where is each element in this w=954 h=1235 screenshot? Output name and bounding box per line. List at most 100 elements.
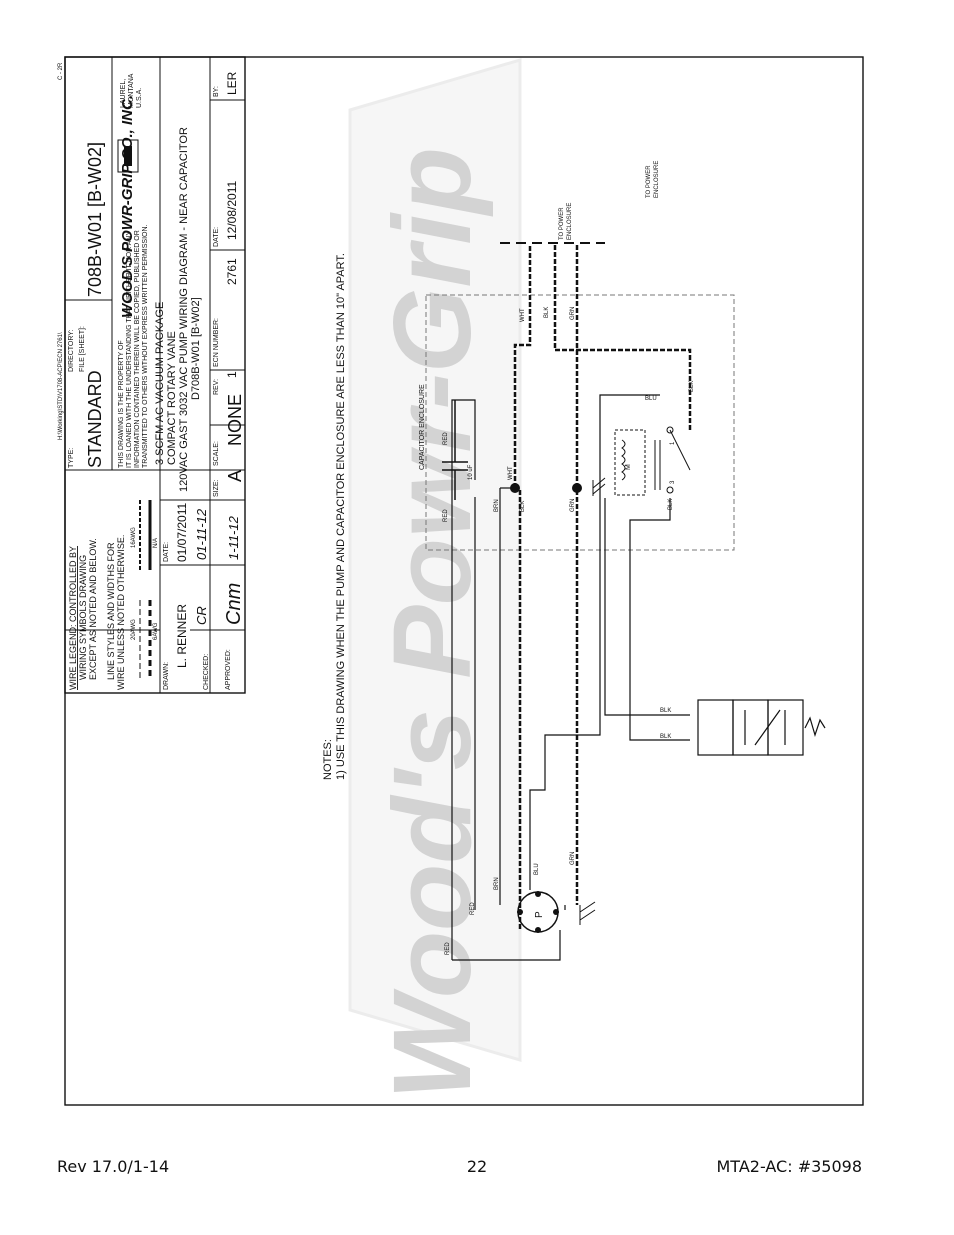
approved-label: APPROVED:: [225, 649, 232, 690]
label-blk-1: BLK: [520, 501, 526, 512]
label-grn-1: GRN: [570, 499, 576, 512]
drawn-label: DRAWN:: [163, 662, 170, 690]
terminal-1-label: 1: [670, 441, 676, 445]
capacitor-enclosure-box: [425, 294, 735, 551]
wht-wire: [513, 245, 532, 488]
blk-wire-2: [553, 245, 692, 430]
blu-wire: [529, 394, 660, 890]
approved-value: Cnm: [223, 583, 245, 625]
description-4: D708B-W01 [B-W02]: [190, 297, 202, 400]
label-blu-2: BLU: [645, 396, 657, 402]
directory-label: DIRECTORY:: [68, 329, 75, 372]
relay-symbol: [614, 426, 691, 496]
description-2: COMPACT ROTARY VANE: [166, 331, 178, 465]
notes-item-1: 1) USE THIS DRAWING WHEN THE PUMP AND CA…: [335, 253, 347, 780]
date-value: 01/07/2011: [175, 503, 189, 562]
date2-value: 12/08/2011: [225, 181, 239, 240]
capacitor-value: 10 uF: [468, 464, 474, 480]
property-notice-1: THIS DRAWING IS THE PROPERTY OF: [118, 340, 125, 468]
footer-page-number: 22: [466, 1157, 488, 1176]
svg-text:Wood's Powr-Grip: Wood's Powr-Grip: [371, 147, 494, 1100]
red-wire: [451, 399, 476, 960]
wire-legend-2: WIRING SYMBOLS DRAWING: [78, 555, 88, 680]
title-block: H:\Working\STD\V1708-ACP\ECN 2761\ C - 2…: [58, 56, 246, 694]
notes-heading: NOTES:: [322, 739, 334, 780]
to-power-label-1: TO POWER: [559, 207, 565, 240]
capacitor-symbol: [442, 400, 468, 500]
terminal-3-label: 3: [670, 480, 676, 484]
to-power-label-top-2: ENCLOSURE: [654, 161, 660, 198]
size-value: A: [225, 470, 245, 482]
checked-date: 01-11-12: [194, 508, 209, 560]
legend-20awg: 20AWG: [131, 619, 137, 640]
pump-symbol: [517, 891, 559, 933]
company-logo: [117, 139, 139, 173]
file-path: H:\Working\STD\V1708-ACP\ECN 2761\: [58, 332, 64, 440]
pump-label: P: [534, 911, 545, 918]
watermark-logo: Wood's Powr-Grip: [348, 57, 522, 1100]
blk-solenoid-wire-2: [629, 498, 690, 741]
junction-wht: [510, 483, 520, 493]
wire-legend-5: WIRE UNLESS NOTED OTHERWISE.: [116, 535, 126, 690]
wire-legend-4: LINE STYLES AND WIDTHS FOR: [106, 542, 116, 680]
label-brn-2: BRN: [494, 877, 500, 890]
company-location-1: LAUREL,: [120, 79, 127, 108]
ecn-value: 2761: [225, 258, 239, 285]
ground-symbol-pump: [579, 901, 596, 925]
checked-label: CHECKED:: [203, 654, 210, 690]
label-red-3: RED: [445, 942, 451, 955]
description-1: 3 SCFM AC VACUUM PACKAGE: [154, 302, 166, 465]
approved-date: 1-11-12: [226, 515, 241, 560]
type-label: TYPE:: [68, 448, 75, 468]
footer-model-number: MTA2-AC: #35098: [716, 1157, 863, 1176]
scale-label: SCALE:: [213, 441, 220, 466]
date-label: DATE:: [163, 542, 170, 562]
legend-6awg: 6AWG: [153, 622, 159, 640]
label-blu-1: BLU: [534, 863, 540, 875]
legend-na: N/A: [153, 538, 159, 548]
label-blk-4: BLK: [668, 499, 674, 510]
label-brn-1: BRN: [494, 499, 500, 512]
legend-16awg: 16AWG: [131, 527, 137, 548]
label-grn-3: GRN: [570, 852, 576, 865]
date2-label: DATE:: [213, 227, 220, 247]
junction-grn: [572, 483, 582, 493]
label-red-1: RED: [443, 509, 449, 522]
legend-line-samples: [139, 500, 152, 680]
label-red-4: RED: [470, 902, 476, 915]
label-wht-1: WHT: [508, 466, 514, 480]
rev-value: 1: [225, 371, 239, 378]
scale-value: NONE: [225, 394, 245, 446]
company-location-3: U.S.A.: [136, 88, 143, 108]
by-value: LER: [225, 71, 239, 95]
file-label: FILE [SHEET]:: [79, 326, 86, 372]
ecn-label: ECN NUMBER:: [213, 318, 220, 367]
label-blk-3: BLK: [689, 381, 695, 392]
checked-value: CR: [194, 606, 209, 625]
label-blk-5: BLK: [660, 708, 671, 714]
company-location-2: MONTANA: [128, 73, 135, 108]
wire-legend-1: WIRE LEGEND: CONTROLLED BY: [68, 546, 78, 690]
property-notice-2: IT IS LOANED WITH THE UNDERSTANDING THAT…: [126, 231, 133, 468]
type-value: STANDARD: [85, 370, 105, 468]
size-label: SIZE:: [213, 479, 220, 497]
wires: [451, 245, 692, 961]
to-power-label-top-1: TO POWER: [646, 165, 652, 198]
to-power-label-2: ENCLOSURE: [567, 203, 573, 240]
wire-legend-3: EXCEPT AS NOTED AND BELOW.: [88, 538, 98, 680]
drawing-number: 708B-W01 [B-W02]: [85, 142, 105, 297]
motor-label: M: [625, 464, 632, 470]
capacitor-enclosure-label: CAPACITOR ENCLOSURE: [419, 384, 426, 470]
label-red-2: RED: [443, 432, 449, 445]
property-notice-4: TRANSMITTED TO OTHERS WITHOUT EXPRESS WR…: [142, 224, 149, 468]
rev-mark: C - 2R: [58, 62, 64, 80]
blk-solenoid-wire-1: [604, 498, 690, 716]
wire-labels: RED RED RED RED BRN BRN BLU BLU GRN GRN …: [443, 307, 695, 955]
company-name: WOOD'S POWR-GRIP CO., INC.: [119, 95, 136, 318]
ground-symbol-enclosure: [592, 477, 606, 496]
label-wht-2: WHT: [520, 308, 526, 322]
by-label: BY:: [213, 86, 220, 97]
label-grn-2: GRN: [570, 307, 576, 320]
rev-label: REV:: [213, 379, 220, 395]
